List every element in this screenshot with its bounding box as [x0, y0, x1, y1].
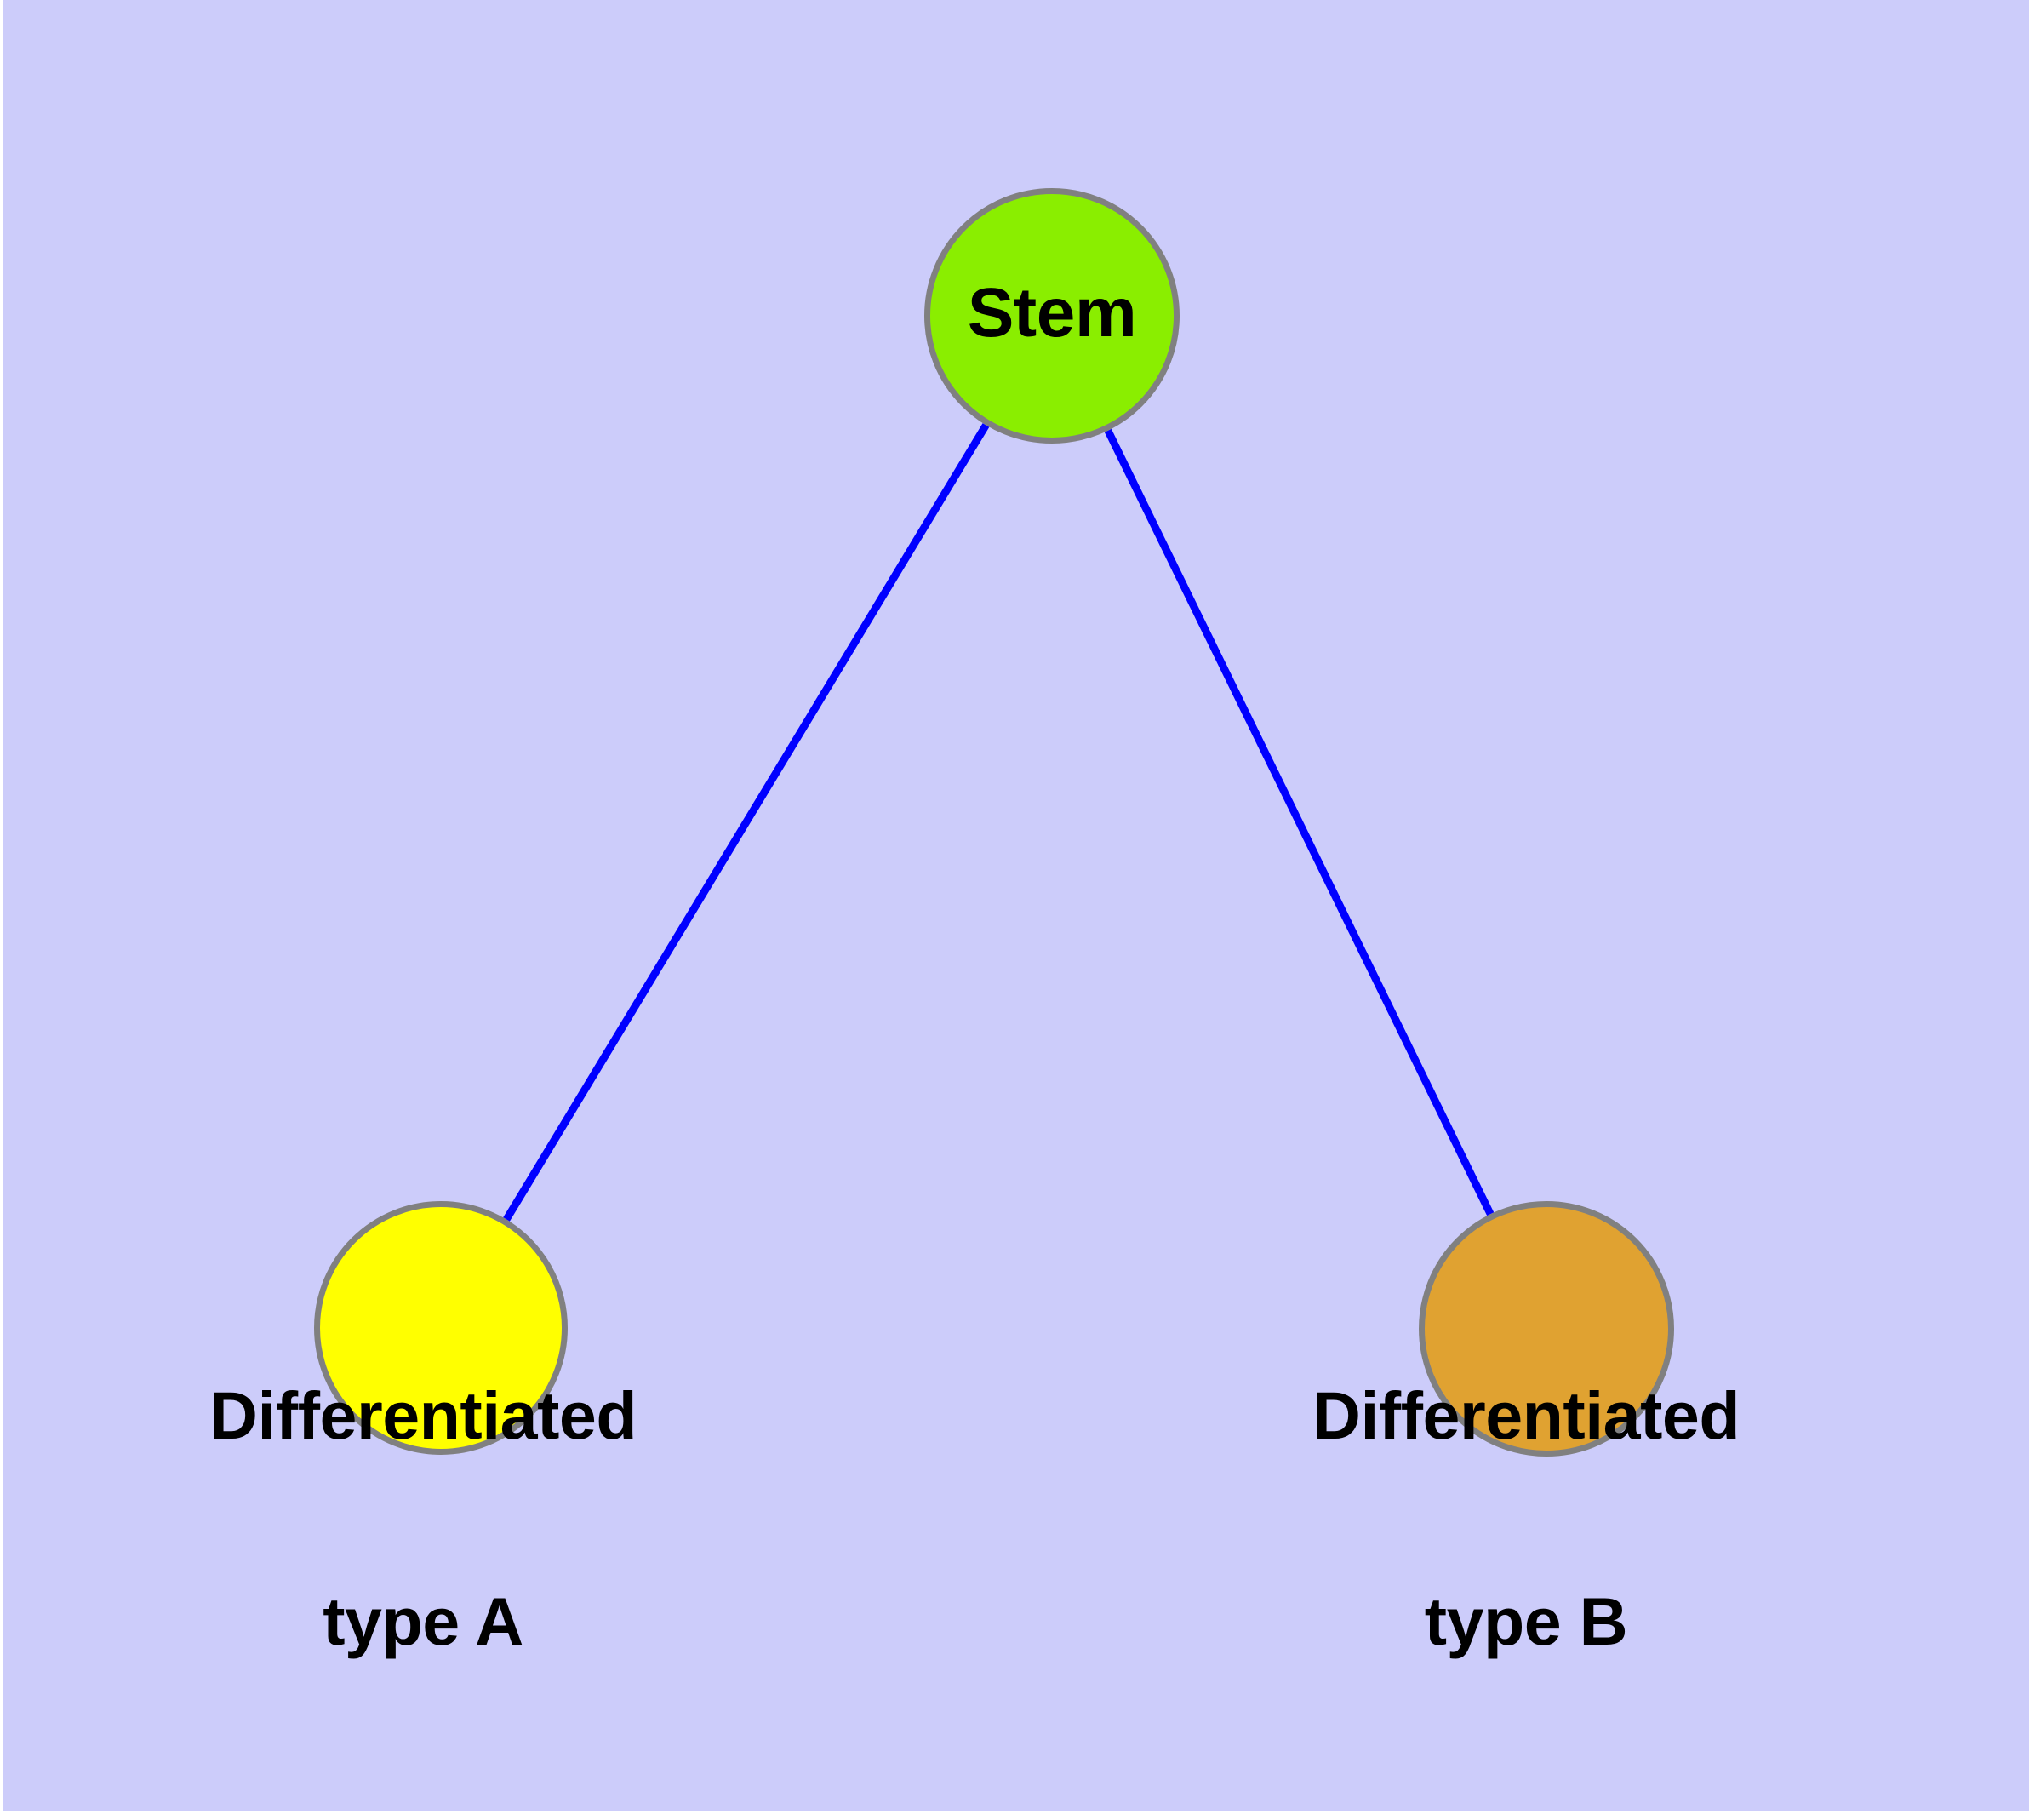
node-layer [314, 188, 1674, 1457]
edge-layer [503, 423, 1495, 1222]
node-differentiated-type-b[interactable] [1419, 1201, 1674, 1457]
node-differentiated-type-a[interactable] [314, 1201, 568, 1455]
edge-stem-to-differentiated-b [1104, 428, 1495, 1216]
edge-stem-to-differentiated-a [503, 423, 990, 1222]
node-stem[interactable] [924, 188, 1180, 444]
